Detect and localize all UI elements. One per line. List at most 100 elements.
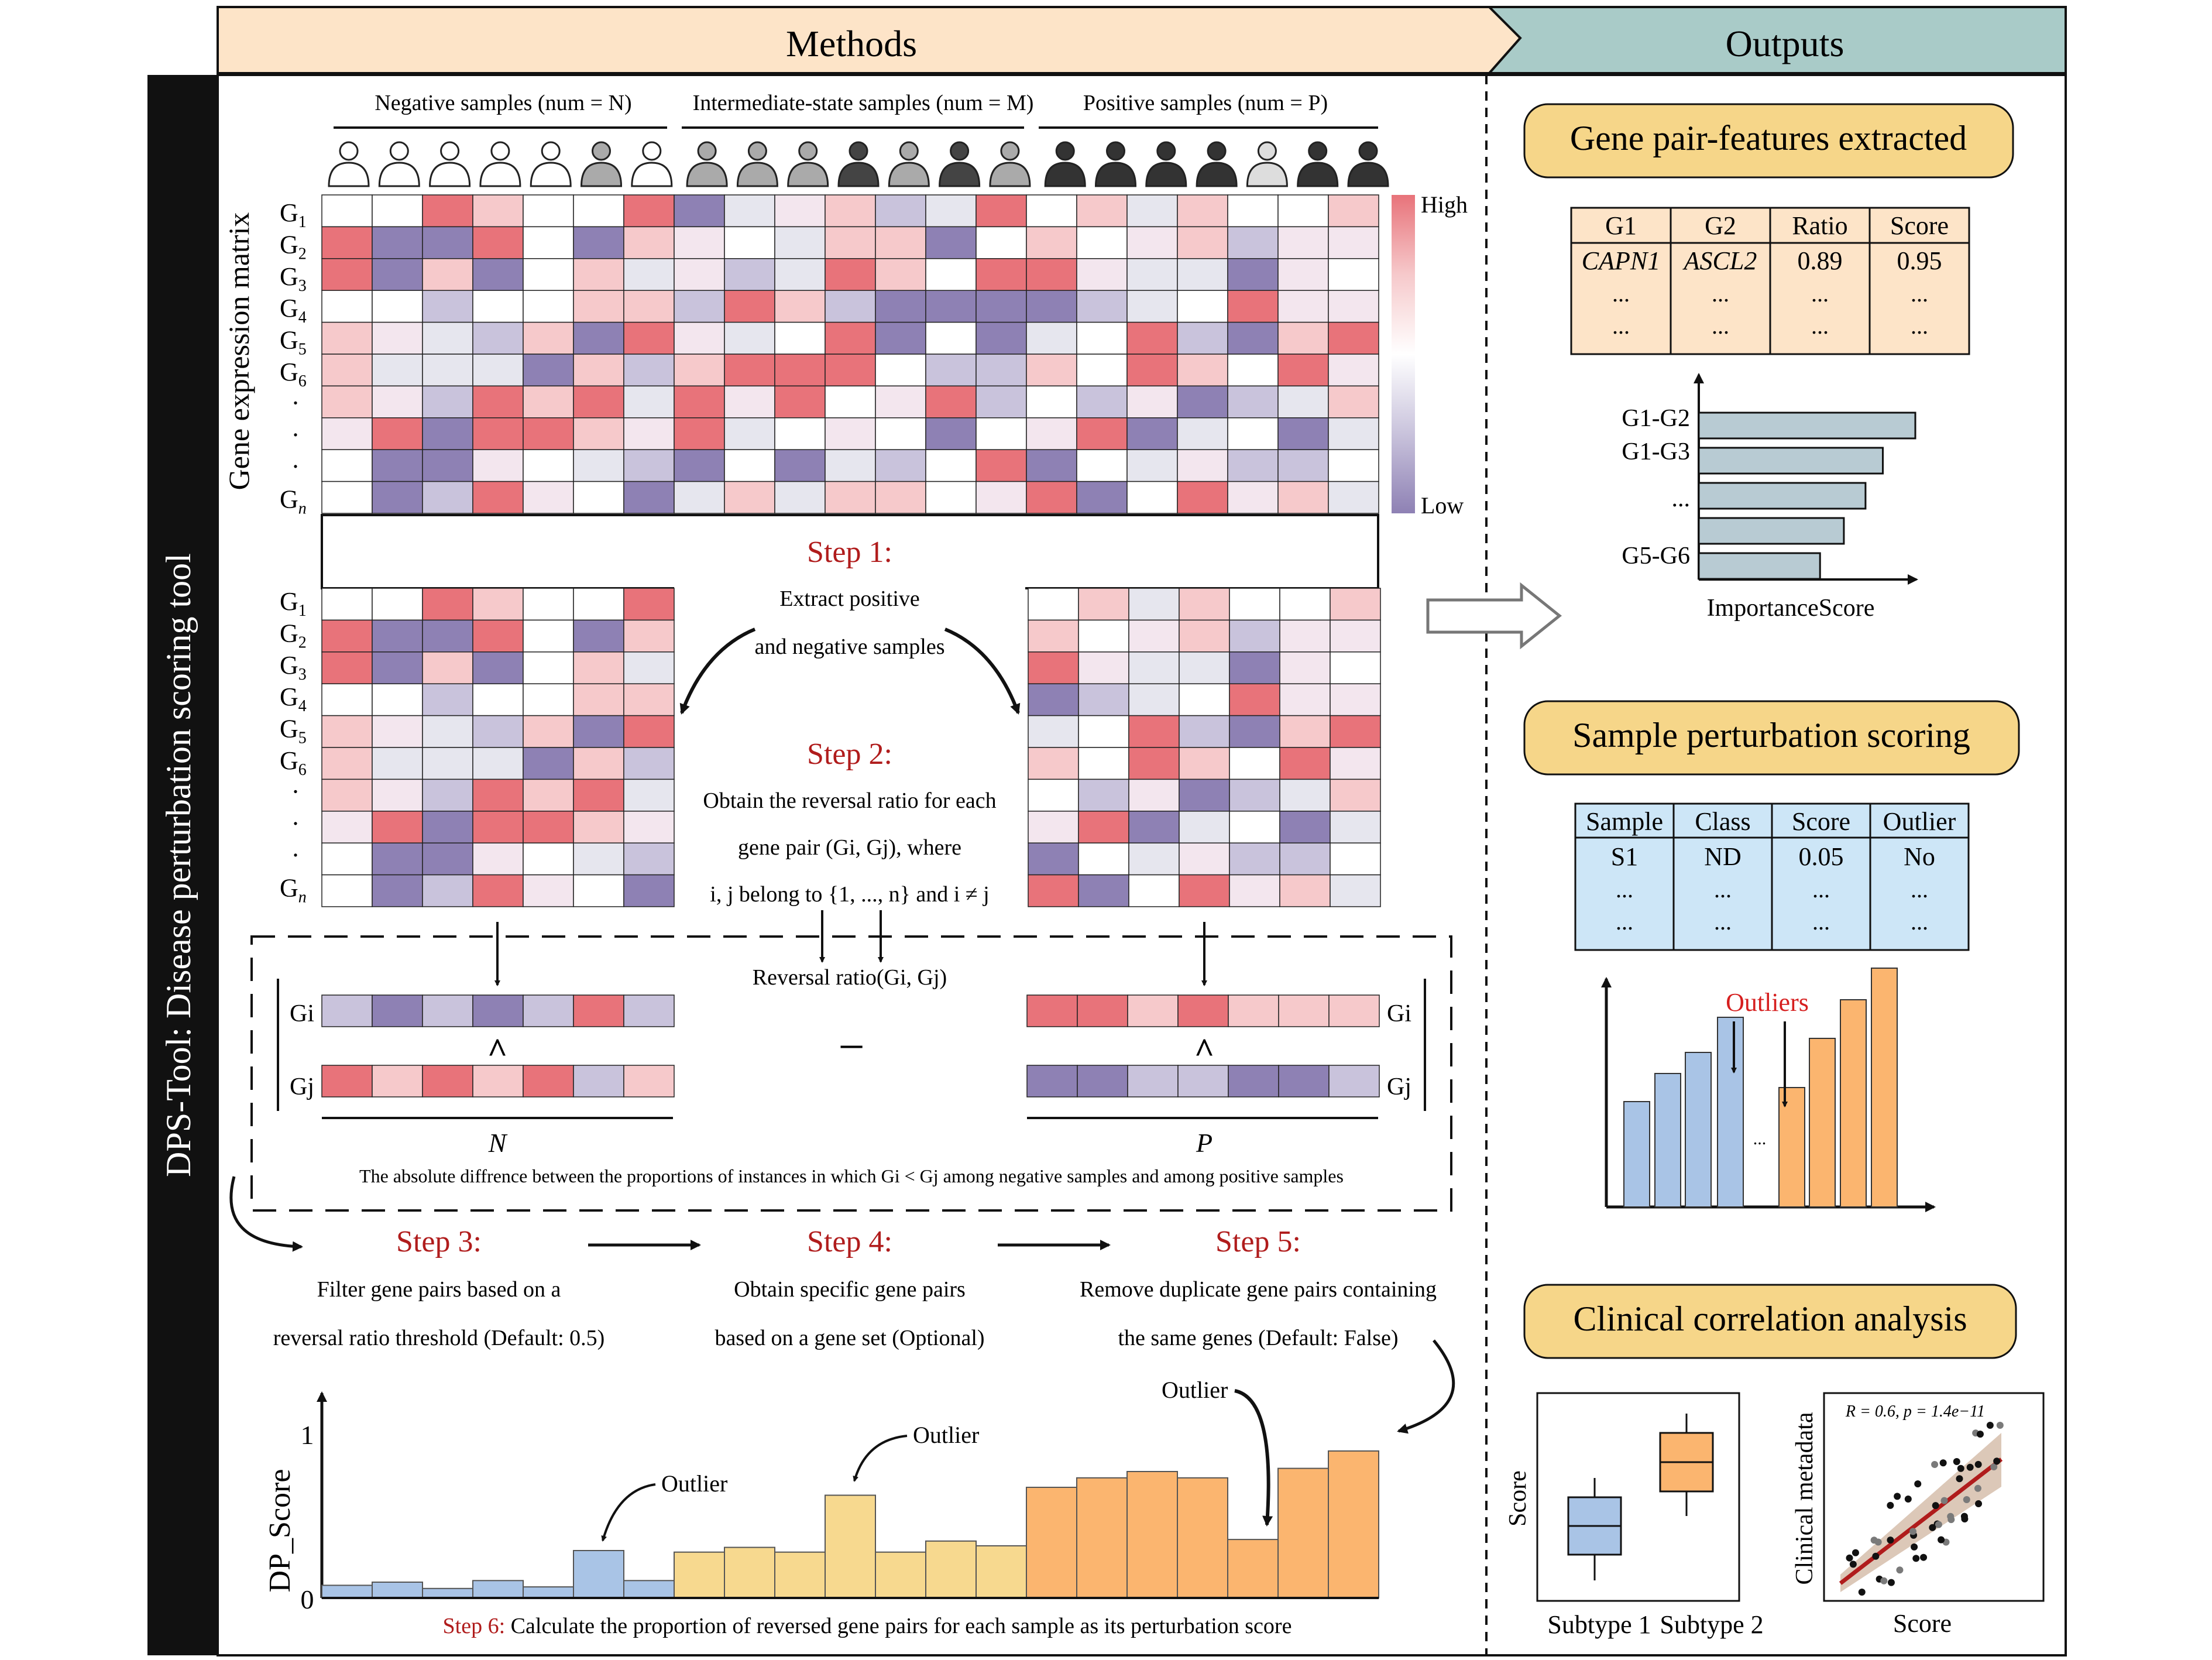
heatmap-cell (321, 226, 373, 259)
heatmap-cell (623, 321, 675, 355)
gene-expression-ylabel: Gene expression matrix (222, 212, 255, 491)
heatmap-cell (1179, 747, 1230, 780)
step6-label: Step 6: (443, 1614, 506, 1638)
heatmap-cell (523, 449, 574, 482)
gene-ellipsis: . (293, 834, 299, 862)
heatmap-cell (1177, 194, 1228, 228)
heatmap-cell (1328, 385, 1379, 419)
heatmap-cell (674, 481, 725, 514)
table-header-cell: Ratio (1792, 211, 1847, 240)
gene-label: G2 (280, 619, 307, 651)
dp-score-chart (317, 1391, 1379, 1599)
heatmap-cell (472, 842, 524, 876)
heatmap-cell (372, 449, 423, 482)
heatmap-cell (1229, 588, 1280, 621)
heatmap-cell (1330, 683, 1381, 716)
scatter-point (1957, 1464, 1964, 1472)
heatmap-cell (573, 619, 624, 653)
gi-neg-cell (573, 994, 624, 1027)
gi-neg-cell (523, 994, 574, 1027)
scatter-point (1953, 1458, 1960, 1466)
heatmap-cell (674, 258, 725, 291)
person-icon-head (1257, 141, 1277, 161)
heatmap-cell (825, 290, 876, 323)
dp-bar (875, 1551, 926, 1599)
heatmap-cell (774, 226, 826, 259)
heatmap-cell (875, 321, 926, 355)
heatmap-cell (674, 385, 725, 419)
table-header-cell: Class (1695, 807, 1750, 836)
gene-index: 1 (298, 213, 307, 231)
person-icon-body (1145, 162, 1187, 187)
gene-index: 4 (298, 697, 307, 715)
person-icon-head (1055, 141, 1075, 161)
gj-pos-cell (1177, 1065, 1229, 1097)
person-icon-head (541, 141, 561, 161)
heatmap-cell (1179, 651, 1230, 684)
person-icon-head (1106, 141, 1125, 161)
heatmap-cell (1179, 874, 1230, 907)
heatmap-cell (925, 449, 977, 482)
step1-line2: and negative samples (754, 634, 944, 659)
negative-samples-label: Negative samples (num = N) (375, 91, 631, 115)
heatmap-cell (472, 321, 524, 355)
heatmap-cell (825, 481, 876, 514)
heatmap-cell (925, 385, 977, 419)
heatmap-cell (422, 715, 473, 748)
heatmap-cell (472, 747, 524, 780)
heatmap-cell (623, 747, 675, 780)
heatmap-cell (1227, 449, 1279, 482)
heatmap-cell (1177, 481, 1228, 514)
person-icon-body (939, 162, 981, 187)
colorbar-low: Low (1421, 492, 1464, 519)
person-icon-body (479, 162, 521, 187)
heatmap-cell (724, 481, 775, 514)
gene-index: 2 (298, 633, 307, 651)
sample-title-box (1523, 700, 2020, 776)
heatmap-cell (321, 354, 373, 387)
table-ellipsis-cell: ... (1712, 313, 1729, 339)
person-icon-body (1347, 162, 1389, 187)
heatmap-cell (1076, 449, 1128, 482)
importance-bar-label: ... (1672, 485, 1691, 512)
heatmap-cell (422, 194, 473, 228)
heatmap-cell (1076, 385, 1128, 419)
heatmap-cell (1277, 226, 1329, 259)
heatmap-cell (1026, 290, 1077, 323)
heatmap-cell (724, 385, 775, 419)
gene-index: 3 (298, 666, 307, 684)
gene-label: G1 (280, 198, 307, 231)
heatmap-cell (1128, 811, 1180, 843)
gj-neg-cell (523, 1065, 574, 1097)
heatmap-cell (422, 449, 473, 482)
gj-pos-cell (1328, 1065, 1380, 1097)
heatmap-cell (623, 385, 675, 419)
heatmap-cell (1227, 385, 1279, 419)
heatmap-cell (1128, 747, 1180, 780)
heatmap-cell (523, 619, 574, 653)
table-cell: CAPN1 (1582, 246, 1660, 275)
heatmap-cell (422, 811, 473, 843)
heatmap-cell (623, 226, 675, 259)
heatmap-cell (1229, 651, 1280, 684)
scatter-stat: R = 0.6, p = 1.4e−11 (1845, 1402, 1985, 1421)
heatmap-cell (623, 874, 675, 907)
scatter-point (1963, 1496, 1970, 1503)
heatmap-cell (523, 481, 574, 514)
outputs-header-band (1486, 6, 2067, 74)
heatmap-cell (321, 588, 373, 621)
heatmap-cell (774, 354, 826, 387)
dp-bar (1126, 1471, 1178, 1599)
scatter-point (1974, 1460, 1982, 1468)
heatmap-cell (321, 842, 373, 876)
heatmap-cell (976, 258, 1027, 291)
scatter-point (1966, 1463, 1974, 1471)
heatmap-cell (1229, 778, 1280, 812)
heatmap-cell (372, 683, 423, 716)
heatmap-cell (1128, 619, 1180, 653)
gi-neg-cell (321, 994, 373, 1027)
gj-neg-cell (321, 1065, 373, 1097)
heatmap-cell (724, 354, 775, 387)
person-icon-head (798, 141, 818, 161)
